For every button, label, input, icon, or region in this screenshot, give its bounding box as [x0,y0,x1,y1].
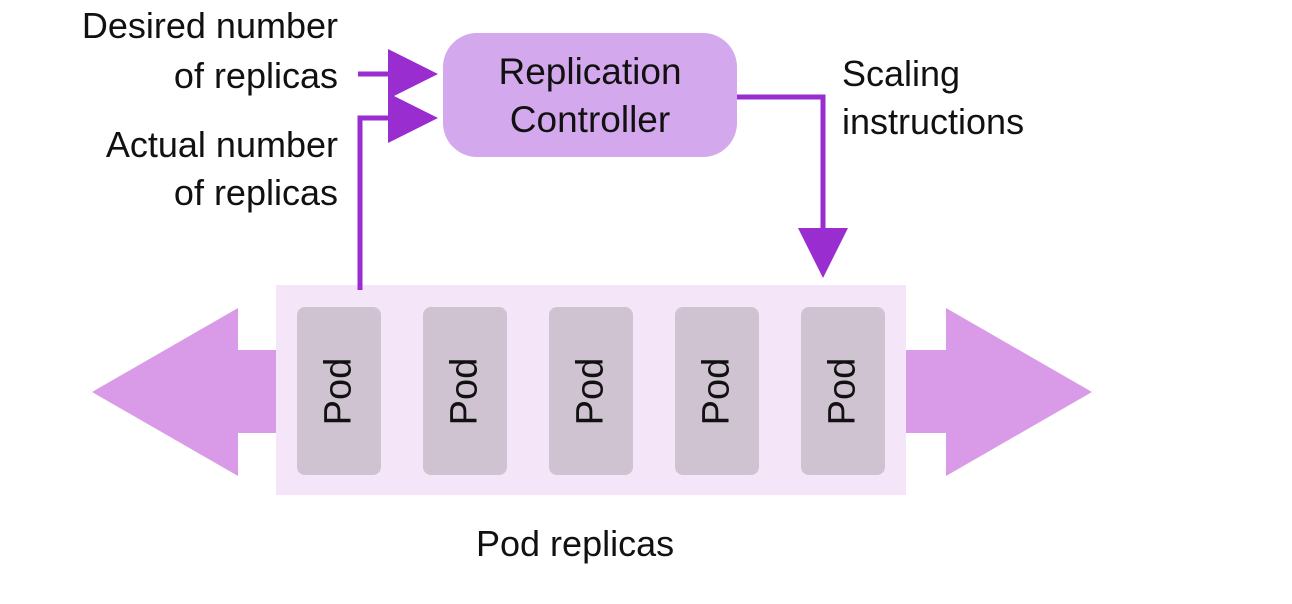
scaling-instructions-arrow [737,94,848,278]
scaling-label-line1: Scaling [842,53,961,94]
actual-label-line2: of replicas [173,172,338,213]
controller-label-line1: Replication [498,51,682,92]
pod-text: Pod [569,357,612,425]
pod-label-2: Pod [423,307,507,475]
pod-text: Pod [695,357,738,425]
pod-replicas-caption: Pod replicas [476,523,675,564]
pod-label-5: Pod [801,307,885,475]
actual-replicas-arrow [357,93,438,290]
pod-label-3: Pod [549,307,633,475]
desired-label-line2: of replicas [173,55,338,96]
scale-left-arrow [92,308,276,476]
pod-label-1: Pod [297,307,381,475]
pod-text: Pod [821,357,864,425]
pod-box [801,307,885,475]
pod-text: Pod [317,357,360,425]
controller-label-line2: Controller [509,99,671,140]
pod-box [675,307,759,475]
scaling-label-line2: instructions [842,101,1025,142]
pod-box [297,307,381,475]
pod-box [549,307,633,475]
pod-label-4: Pod [675,307,759,475]
replication-controller-box [443,33,737,157]
desired-label-line1: Desired number [81,5,338,46]
actual-label-line1: Actual number [105,124,338,165]
pod-box [423,307,507,475]
scale-right-arrow [906,308,1092,476]
pod-text: Pod [443,357,486,425]
